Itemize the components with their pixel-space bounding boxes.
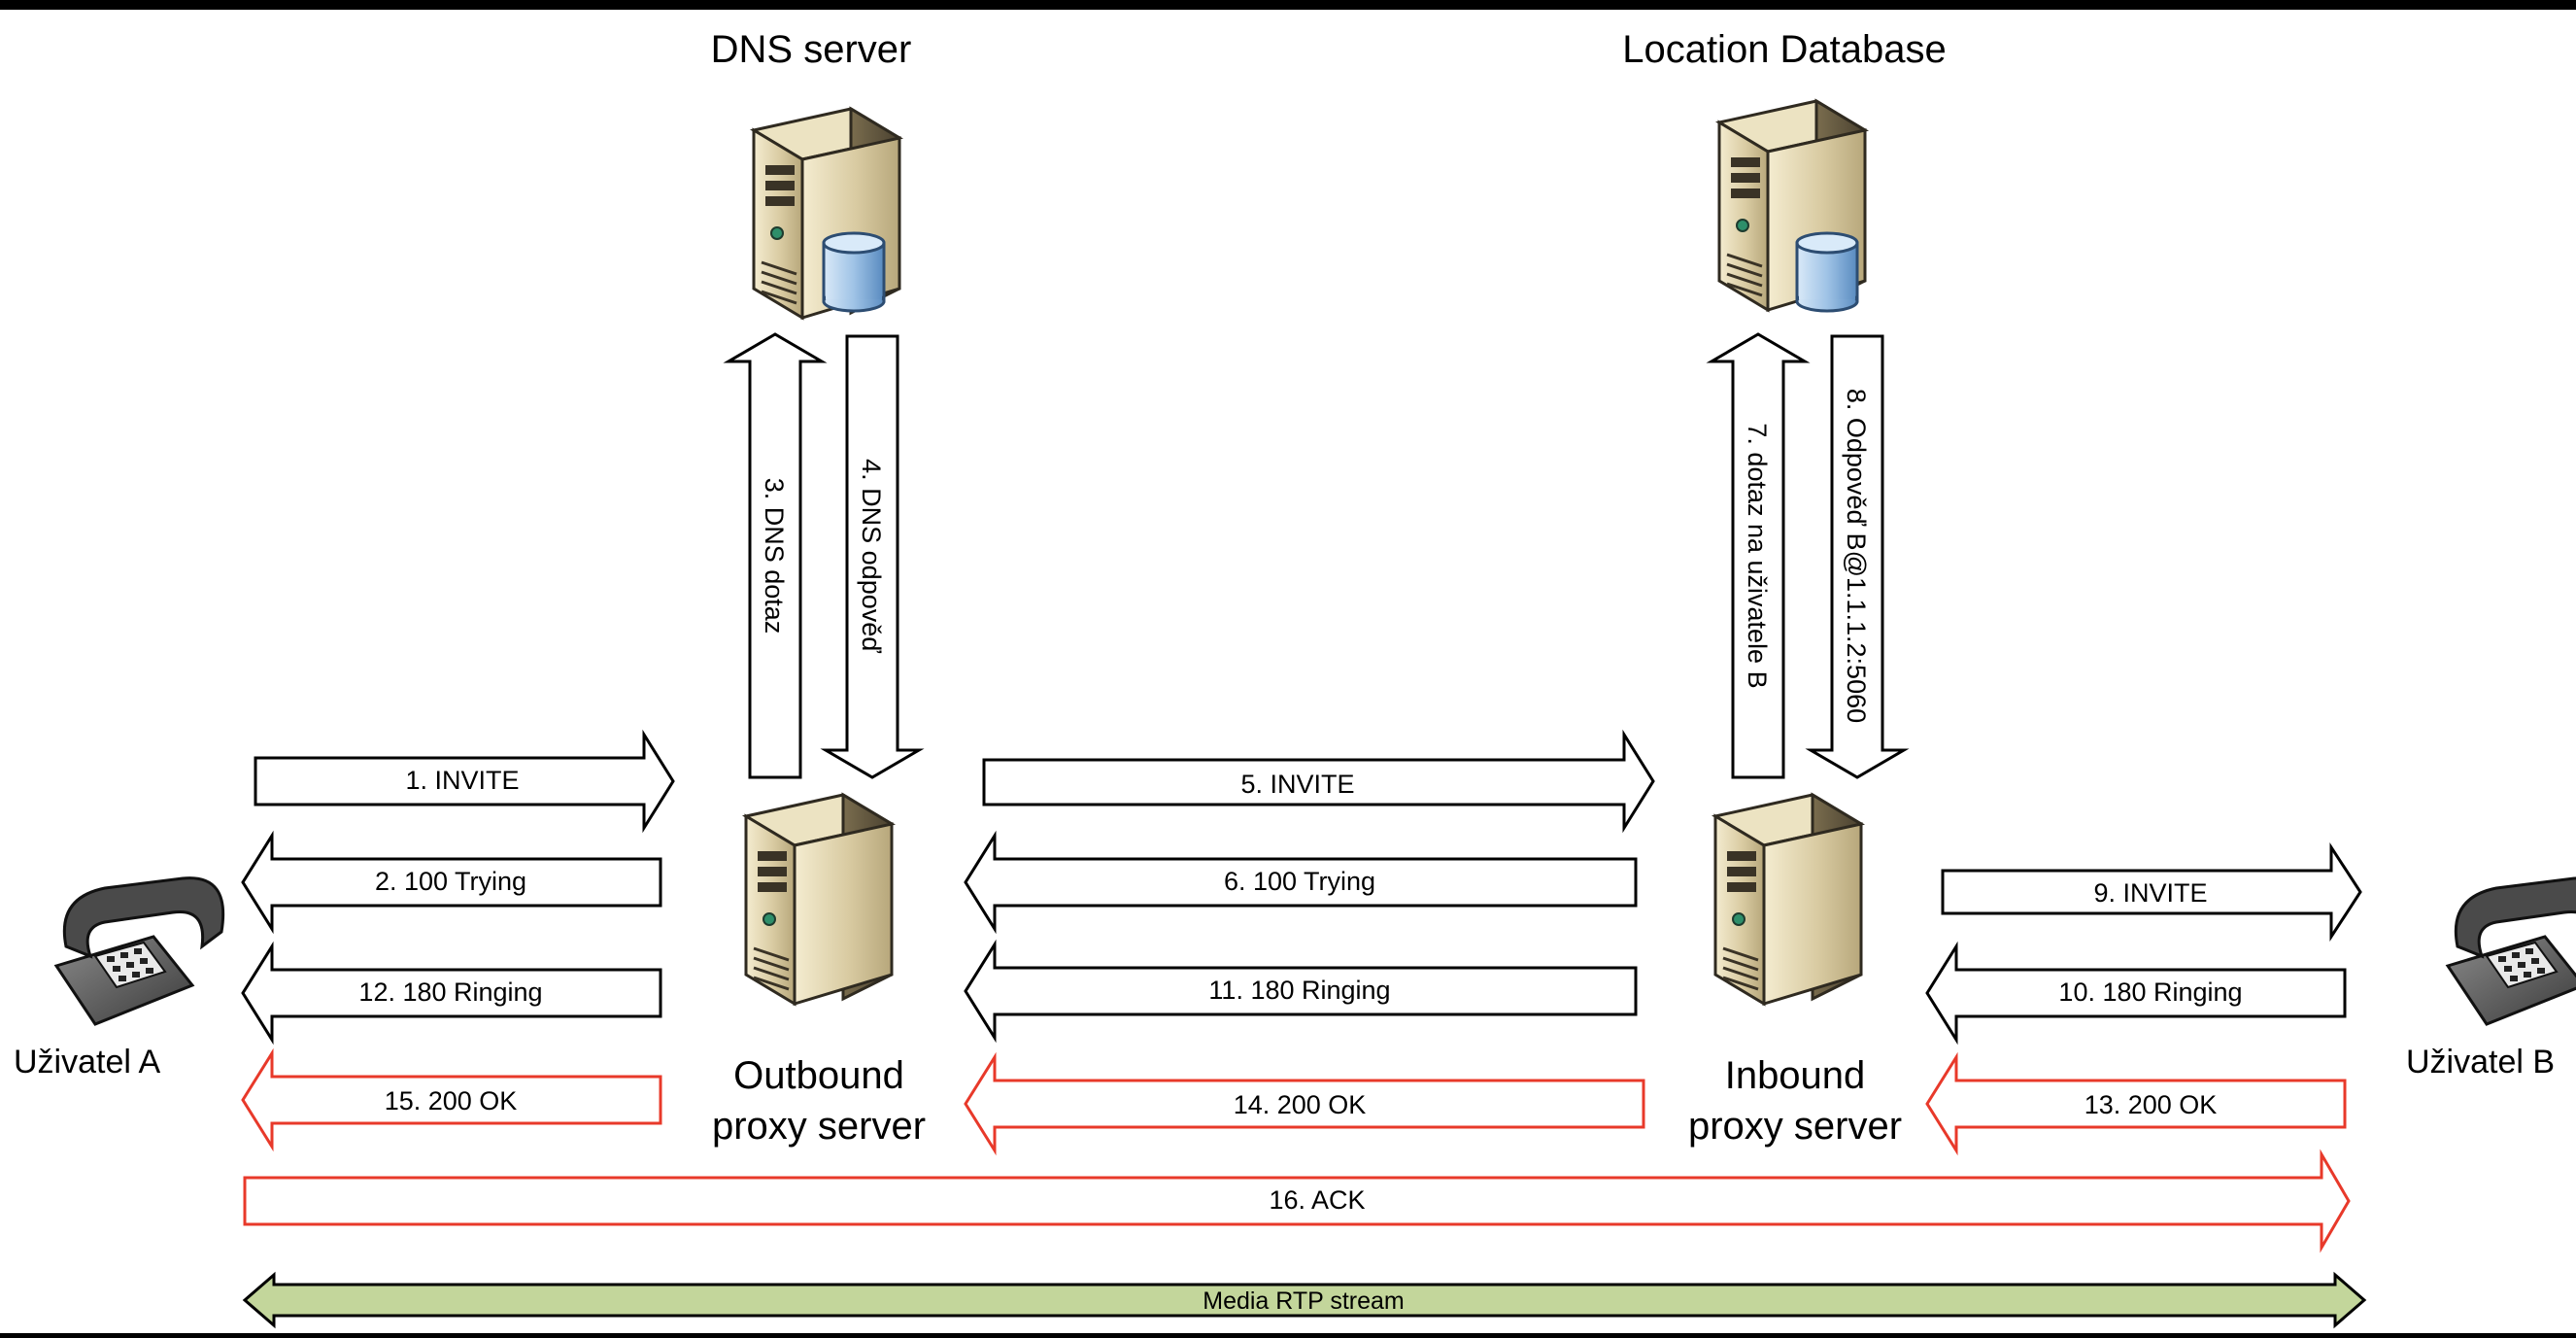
outbound-proxy-label-line2: proxy server xyxy=(712,1105,926,1148)
message-1-label: 1. INVITE xyxy=(405,766,519,795)
message-10-label: 10. 180 Ringing xyxy=(2058,978,2242,1007)
message-9-label: 9. INVITE xyxy=(2093,878,2207,908)
database-icon xyxy=(1795,231,1859,313)
inbound-proxy-label-line1: Inbound xyxy=(1725,1054,1866,1097)
message-13-label: 13. 200 OK xyxy=(2085,1090,2218,1119)
message-4-arrow: 4. DNS odpověď xyxy=(820,334,925,779)
dns-server-label: DNS server xyxy=(711,28,912,71)
message-11-arrow: 11. 180 Ringing xyxy=(964,939,1638,1044)
message-6-label: 6. 100 Trying xyxy=(1224,867,1375,896)
message-10-arrow: 10. 180 Ringing xyxy=(1925,941,2347,1046)
message-3-arrow: 3. DNS dotaz xyxy=(723,332,828,779)
message-12-arrow: 12. 180 Ringing xyxy=(241,941,662,1046)
user-b-label: Uživatel B xyxy=(2406,1044,2555,1081)
message-2-label: 2. 100 Trying xyxy=(375,867,526,896)
diagram-background xyxy=(0,10,2576,1333)
message-12-label: 12. 180 Ringing xyxy=(358,978,542,1007)
message-7-label: 7. dotaz na uživatele B xyxy=(1743,423,1772,688)
user-a-label: Uživatel A xyxy=(14,1044,160,1081)
message-2-arrow: 2. 100 Trying xyxy=(241,830,662,935)
message-3-label: 3. DNS dotaz xyxy=(760,478,789,635)
message-15-label: 15. 200 OK xyxy=(385,1086,518,1115)
message-14-label: 14. 200 OK xyxy=(1234,1090,1367,1119)
message-5-label: 5. INVITE xyxy=(1240,770,1354,799)
message-11-label: 11. 180 Ringing xyxy=(1208,976,1390,1005)
message-8-arrow: 8. Odpověď B@1.1.1.2:5060 xyxy=(1805,334,1910,779)
database-icon xyxy=(822,231,886,313)
message-4-label: 4. DNS odpověď xyxy=(857,459,886,653)
message-13-arrow: 13. 200 OK xyxy=(1925,1051,2347,1156)
message-9-arrow: 9. INVITE xyxy=(1941,841,2362,943)
message-7-arrow: 7. dotaz na uživatele B xyxy=(1706,332,1811,779)
location-database-label: Location Database xyxy=(1622,28,1947,71)
message-8-label: 8. Odpověď B@1.1.1.2:5060 xyxy=(1842,389,1871,723)
message-6-arrow: 6. 100 Trying xyxy=(964,830,1638,935)
outbound-proxy-label-line1: Outbound xyxy=(733,1054,904,1097)
message-16-label: 16. ACK xyxy=(1269,1185,1365,1215)
media-rtp-stream-arrow: Media RTP stream xyxy=(242,1271,2367,1329)
server-icon xyxy=(744,793,894,1006)
message-16-arrow: 16. ACK xyxy=(243,1149,2351,1253)
message-5-arrow: 5. INVITE xyxy=(982,729,1655,834)
message-14-arrow: 14. 200 OK xyxy=(964,1051,1645,1156)
message-15-arrow: 15. 200 OK xyxy=(241,1047,662,1152)
media-rtp-stream-label: Media RTP stream xyxy=(1203,1287,1404,1315)
inbound-proxy-label-line2: proxy server xyxy=(1688,1105,1902,1148)
server-icon xyxy=(1713,793,1863,1006)
message-1-arrow: 1. INVITE xyxy=(254,729,675,834)
